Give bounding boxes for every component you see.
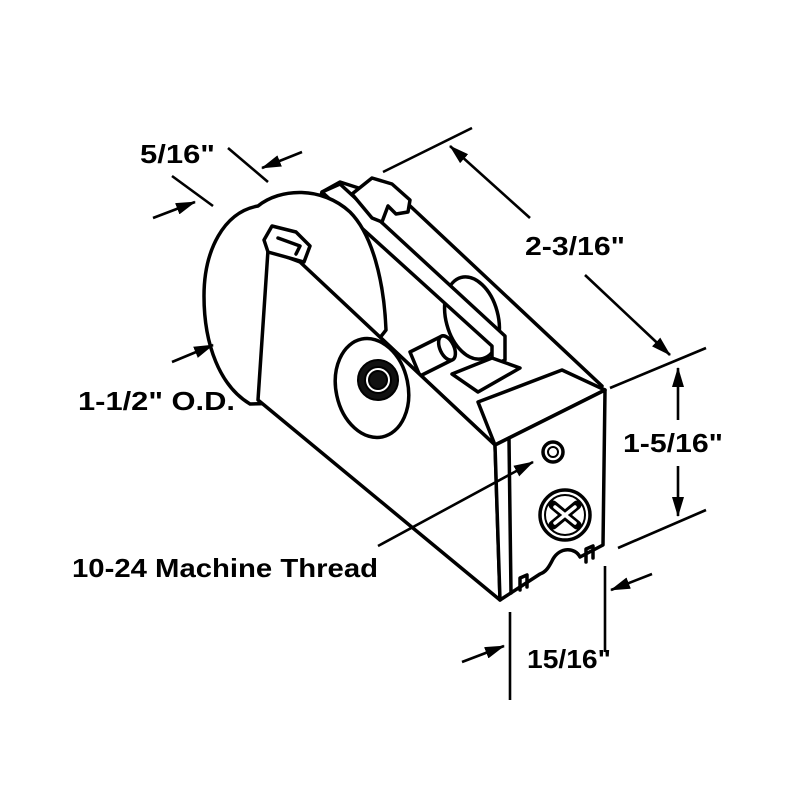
roller-part (202, 176, 607, 602)
dimension-width-top: 5/16" (140, 139, 303, 220)
dimension-label-height: 1-5/16" (623, 428, 723, 458)
callout-leader (377, 460, 534, 548)
dimension-arrow (261, 150, 303, 170)
extension-line (227, 147, 269, 183)
dimension-arrow (461, 644, 505, 664)
end-face-slot-right (584, 544, 595, 564)
dimension-height: 1-5/16" (617, 367, 723, 550)
dimension-label-width-bottom: 15/16" (527, 644, 611, 674)
end-face-slot-left (518, 573, 529, 592)
dimension-width-bottom: 15/16" (461, 566, 653, 700)
dimension-arrow (152, 200, 196, 220)
dimension-arrow (584, 274, 671, 356)
end-face-flange-line (507, 437, 513, 595)
extension-line (382, 126, 473, 174)
front-mounting-tab (262, 224, 312, 264)
dimension-label-length: 2-3/16" (525, 231, 625, 261)
extension-line (609, 346, 707, 390)
rear-mounting-tab (350, 176, 412, 224)
axle-pin-end (436, 334, 458, 362)
callout-wheel-od: 1-1/2" O.D. (78, 343, 235, 416)
hub-bearing-center (368, 370, 388, 390)
callout-label-thread: 10-24 Machine Thread (72, 553, 378, 583)
channel-wall (320, 182, 507, 368)
extension-line (617, 508, 707, 550)
channel-step (450, 356, 522, 394)
front-tab-slot (276, 236, 302, 256)
extension-line (171, 174, 214, 208)
screw-phillips-cross-icon (548, 500, 582, 530)
callout-arrow (171, 343, 214, 364)
dimension-length: 2-3/16" (382, 126, 707, 390)
dimension-label-width-top: 5/16" (140, 139, 215, 169)
threaded-hole-inner (547, 446, 559, 458)
dimension-arrow (610, 572, 653, 592)
callout-thread: 10-24 Machine Thread (72, 460, 534, 583)
callout-label-wheel-od: 1-1/2" O.D. (78, 386, 235, 416)
dimension-arrow (449, 145, 531, 219)
